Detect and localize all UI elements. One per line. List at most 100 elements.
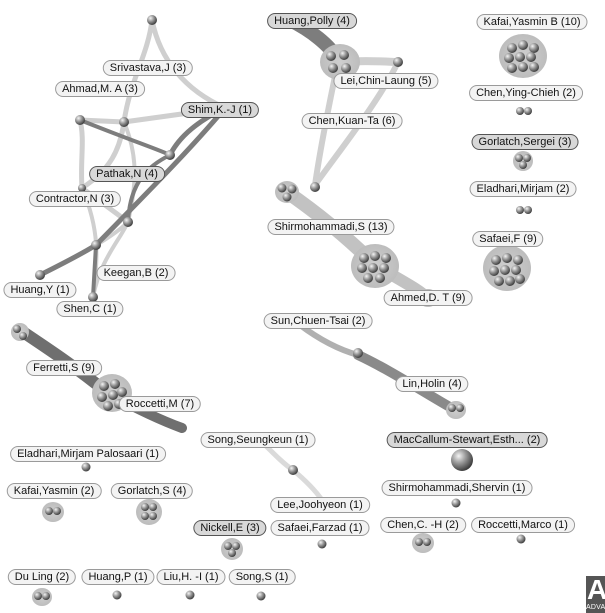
node[interactable] <box>53 507 61 515</box>
node[interactable] <box>149 512 157 520</box>
node[interactable] <box>119 117 129 127</box>
label-maccallum-stewart[interactable]: MacCallum-Stewart,Esth... (2) <box>386 432 548 448</box>
node[interactable] <box>393 57 403 67</box>
node[interactable] <box>415 538 423 546</box>
node[interactable] <box>110 379 120 389</box>
label-huang-y[interactable]: Huang,Y (1) <box>3 282 77 298</box>
node[interactable] <box>523 154 531 162</box>
node[interactable] <box>228 549 236 557</box>
node[interactable] <box>451 498 461 508</box>
label-pathak-n[interactable]: Pathak,N (4) <box>89 166 165 182</box>
node[interactable] <box>99 381 109 391</box>
node[interactable] <box>339 50 349 60</box>
node[interactable] <box>117 387 127 397</box>
label-sun-chuen-tsai[interactable]: Sun,Chuen-Tsai (2) <box>263 313 373 329</box>
node[interactable] <box>363 273 373 283</box>
node[interactable] <box>341 63 351 73</box>
node[interactable] <box>277 183 287 193</box>
label-kafai-yasmin-b[interactable]: Kafai,Yasmin B (10) <box>476 14 588 30</box>
node[interactable] <box>75 115 85 125</box>
node[interactable] <box>502 253 512 263</box>
node[interactable] <box>353 348 363 358</box>
label-eladhari-palosaari[interactable]: Eladhari,Mirjam Palosaari (1) <box>10 446 166 462</box>
node[interactable] <box>529 43 539 53</box>
label-shim-kj[interactable]: Shim,K.-J (1) <box>180 102 260 118</box>
label-eladhari-mirjam[interactable]: Eladhari,Mirjam (2) <box>469 181 577 197</box>
node[interactable] <box>224 542 232 550</box>
label-kafai-yasmin[interactable]: Kafai,Yasmin (2) <box>6 483 102 499</box>
node[interactable] <box>147 15 157 25</box>
label-safaei-f[interactable]: Safaei,F (9) <box>472 231 544 247</box>
label-huang-polly[interactable]: Huang,Polly (4) <box>267 13 357 29</box>
node[interactable] <box>507 63 517 73</box>
node[interactable] <box>288 465 298 475</box>
node[interactable] <box>282 192 292 202</box>
label-shen-c[interactable]: Shen,C (1) <box>56 301 124 317</box>
node[interactable] <box>165 150 175 160</box>
node[interactable] <box>232 542 240 550</box>
node[interactable] <box>34 592 42 600</box>
node[interactable] <box>45 507 53 515</box>
label-lin-holin[interactable]: Lin,Holin (4) <box>395 376 469 392</box>
node[interactable] <box>310 182 320 192</box>
label-lei-chin-laung[interactable]: Lei,Chin-Laung (5) <box>333 73 439 89</box>
node[interactable] <box>42 592 50 600</box>
node[interactable] <box>97 392 107 402</box>
node[interactable] <box>451 449 473 471</box>
node[interactable] <box>423 538 431 546</box>
node[interactable] <box>489 266 499 276</box>
label-lee-joohyeon[interactable]: Lee,Joohyeon (1) <box>270 497 370 513</box>
node[interactable] <box>505 276 515 286</box>
label-chen-ying-chieh[interactable]: Chen,Ying-Chieh (2) <box>469 85 583 101</box>
node[interactable] <box>504 53 514 63</box>
node[interactable] <box>19 332 27 340</box>
label-shirmohammadi-s[interactable]: Shirmohammadi,S (13) <box>267 219 395 235</box>
node[interactable] <box>524 206 532 214</box>
node[interactable] <box>326 51 336 61</box>
node[interactable] <box>123 217 133 227</box>
label-roccetti-marco[interactable]: Roccetti,Marco (1) <box>471 517 575 533</box>
node[interactable] <box>256 591 266 601</box>
label-liu-h-i[interactable]: Liu,H. -I (1) <box>156 569 226 585</box>
node[interactable] <box>108 390 118 400</box>
node[interactable] <box>35 270 45 280</box>
label-ahmed-dt[interactable]: Ahmed,D. T (9) <box>383 290 473 306</box>
node[interactable] <box>519 161 527 169</box>
node[interactable] <box>491 255 501 265</box>
node[interactable] <box>357 263 367 273</box>
node[interactable] <box>375 273 385 283</box>
label-safaei-farzad[interactable]: Safaei,Farzad (1) <box>270 520 370 536</box>
node[interactable] <box>507 43 517 53</box>
node[interactable] <box>78 184 86 192</box>
label-srivastava-j[interactable]: Srivastava,J (3) <box>102 60 194 76</box>
label-song-s[interactable]: Song,S (1) <box>228 569 296 585</box>
node[interactable] <box>515 274 525 284</box>
node[interactable] <box>141 512 149 520</box>
node[interactable] <box>500 265 510 275</box>
node[interactable] <box>516 534 526 544</box>
label-contractor-n[interactable]: Contractor,N (3) <box>28 191 122 207</box>
label-song-seungkeun[interactable]: Song,Seungkeun (1) <box>200 432 316 448</box>
node[interactable] <box>141 503 149 511</box>
node[interactable] <box>112 590 122 600</box>
node[interactable] <box>515 52 525 62</box>
label-gorlatch-s[interactable]: Gorlatch,S (4) <box>110 483 194 499</box>
label-huang-p[interactable]: Huang,P (1) <box>81 569 155 585</box>
node[interactable] <box>518 62 528 72</box>
node[interactable] <box>359 253 369 263</box>
node[interactable] <box>511 265 521 275</box>
node[interactable] <box>103 401 113 411</box>
node[interactable] <box>379 263 389 273</box>
label-chen-c-h[interactable]: Chen,C. -H (2) <box>380 517 466 533</box>
node[interactable] <box>185 590 195 600</box>
label-ahmad-ma[interactable]: Ahmad,M. A (3) <box>55 81 145 97</box>
label-chen-kuan-ta[interactable]: Chen,Kuan-Ta (6) <box>301 113 403 129</box>
node[interactable] <box>524 107 532 115</box>
node[interactable] <box>448 404 456 412</box>
label-nickell-e[interactable]: Nickell,E (3) <box>193 520 267 536</box>
node[interactable] <box>328 63 338 73</box>
node[interactable] <box>529 62 539 72</box>
node[interactable] <box>456 404 464 412</box>
node[interactable] <box>515 154 523 162</box>
node[interactable] <box>317 539 327 549</box>
